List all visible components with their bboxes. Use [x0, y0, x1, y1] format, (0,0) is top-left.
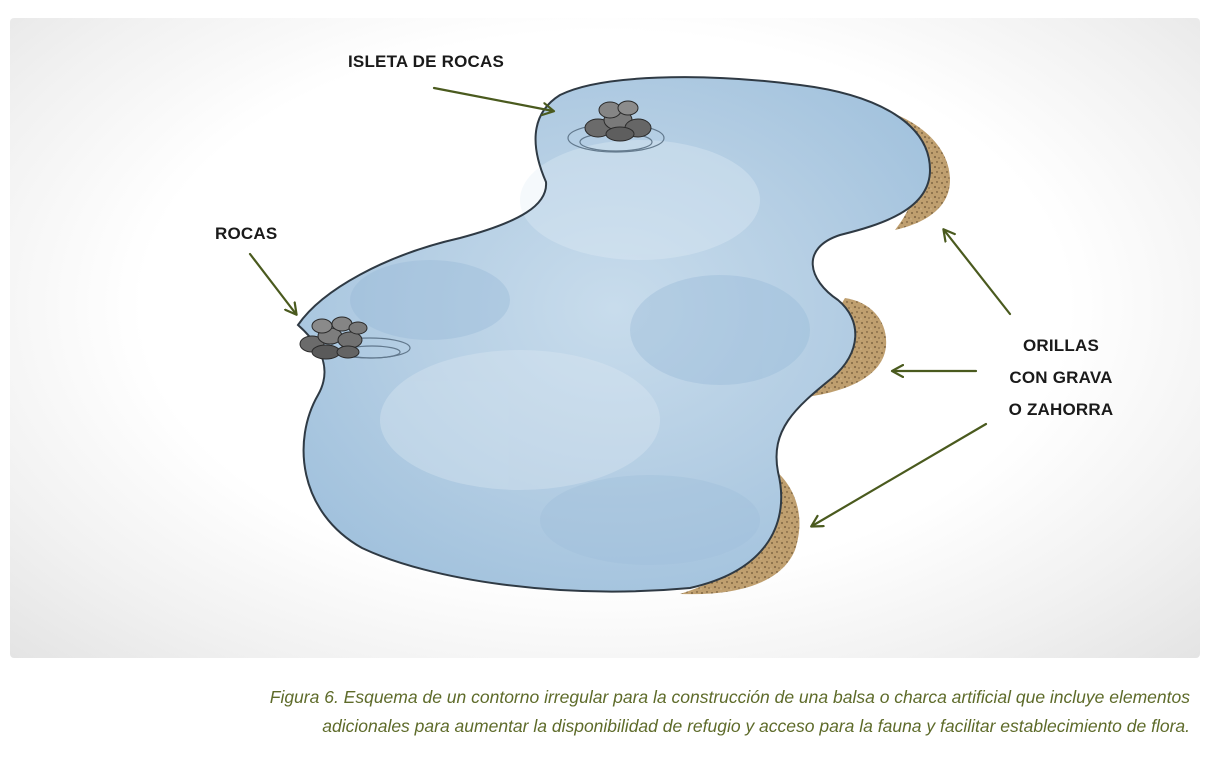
annotation-arrows	[248, 86, 1012, 526]
label-isleta-de-rocas: ISLETA DE ROCAS	[348, 52, 505, 71]
figure-caption: Figura 6. Esquema de un contorno irregul…	[40, 683, 1190, 741]
label-orillas-line1: ORILLAS	[1022, 336, 1099, 355]
arrow-rocas	[248, 252, 296, 314]
label-orillas-line2: CON GRAVA	[1009, 368, 1113, 387]
label-rocas: ROCAS	[215, 224, 278, 243]
shore-rocks-icon	[299, 316, 368, 360]
label-orillas-line3: O ZAHORRA	[1008, 400, 1114, 419]
island-rocks-icon	[584, 100, 652, 142]
arrow-isleta	[432, 86, 553, 111]
pond-water	[298, 77, 930, 592]
caption-line1: Figura 6. Esquema de un contorno irregul…	[269, 687, 1190, 707]
label-orillas: ORILLAS CON GRAVA O ZAHORRA	[995, 330, 1127, 426]
caption-line2: adicionales para aumentar la disponibili…	[322, 716, 1190, 736]
pond-outline	[296, 76, 932, 593]
arrow-orillas-top	[944, 230, 1012, 316]
water-texture	[350, 140, 810, 565]
arrow-orillas-bottom	[812, 422, 988, 526]
gravel-shore-bottom	[680, 470, 800, 595]
